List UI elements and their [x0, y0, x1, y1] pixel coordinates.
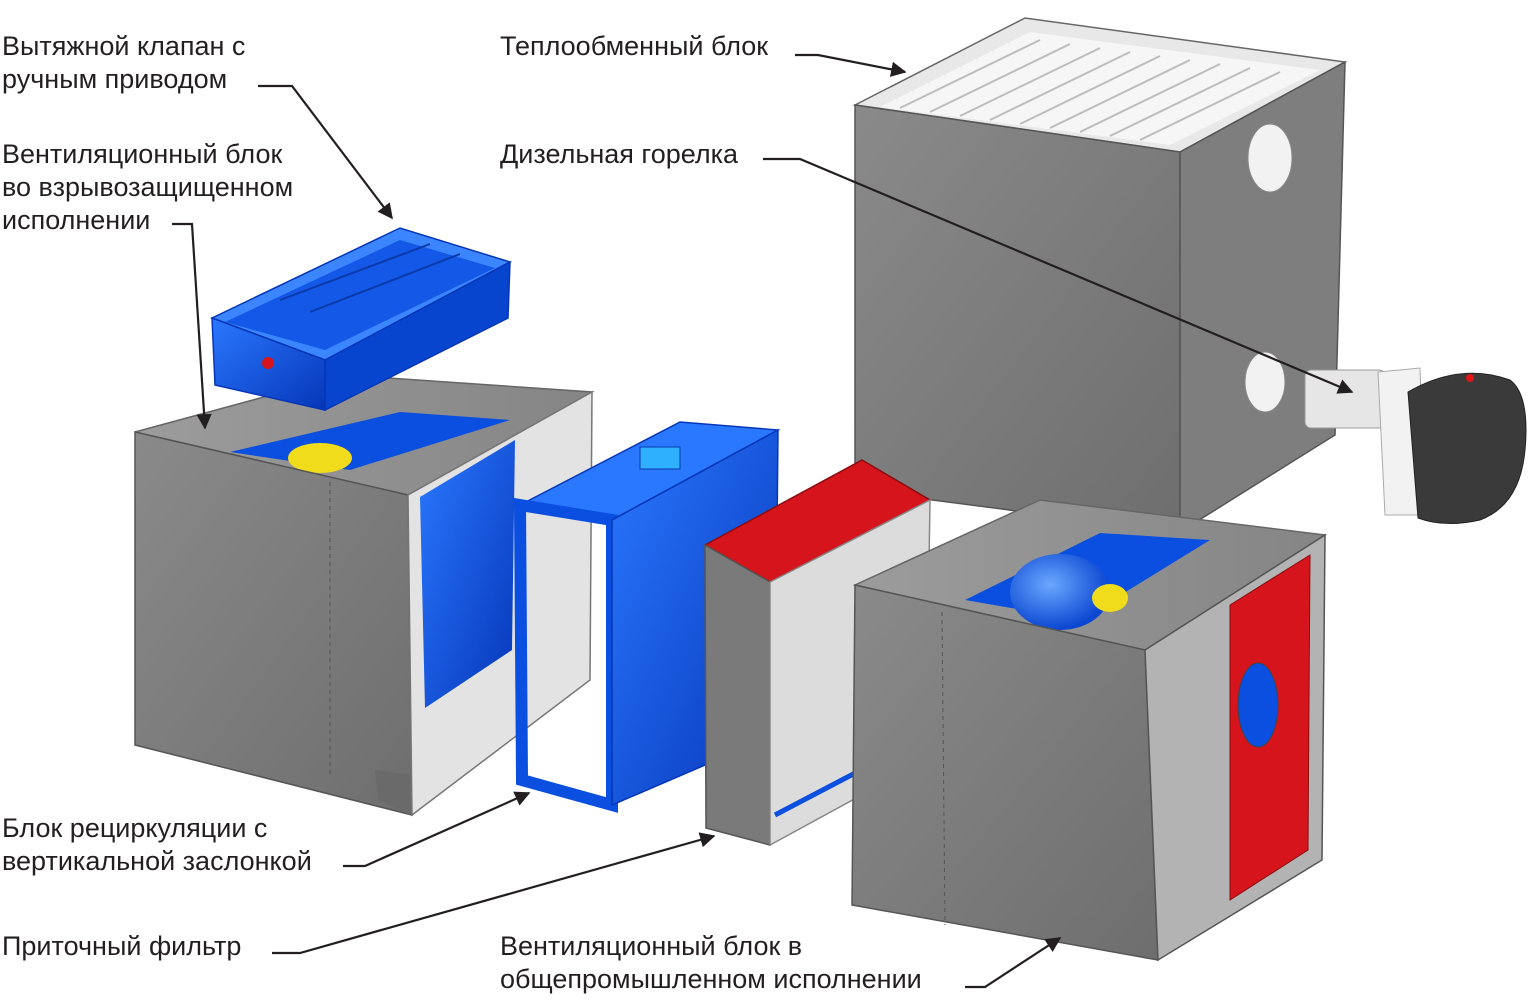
label-recirculation-block-line2: вертикальной заслонкой — [2, 846, 312, 876]
label-explosion-proof-vent-line1: Вентиляционный блок — [2, 139, 283, 169]
heat-exchanger-block — [852, 17, 1348, 534]
label-industrial-vent-line1: Вентиляционный блок в — [500, 931, 803, 961]
arrow-diesel-burner — [763, 157, 1354, 394]
industrial-vent-block — [851, 499, 1328, 962]
label-explosion-proof-vent: Вентиляционный блок во взрывозащищенном … — [2, 138, 293, 237]
label-industrial-vent-line2: общепромышленном исполнении — [500, 964, 922, 994]
label-diesel-burner-line1: Дизельная горелка — [500, 139, 739, 169]
diesel-burner — [1304, 367, 1527, 524]
label-exhaust-valve: Вытяжной клапан с ручным приводом — [2, 30, 245, 96]
arrow-recirculation-block — [343, 791, 531, 868]
label-industrial-vent: Вентиляционный блок в общепромышленном и… — [500, 930, 922, 996]
callout-arrows — [172, 53, 1354, 989]
label-exhaust-valve-line2: ручным приводом — [2, 64, 228, 94]
arrow-industrial-vent — [965, 937, 1062, 989]
arrow-explosion-proof-vent — [172, 222, 212, 430]
label-supply-filter: Приточный фильтр — [2, 930, 241, 963]
label-explosion-proof-vent-line2: во взрывозащищенном — [2, 172, 294, 202]
arrow-exhaust-valve — [258, 84, 393, 220]
label-recirculation-block-line1: Блок рециркуляции с — [2, 813, 268, 843]
label-heat-exchanger: Теплообменный блок — [500, 30, 768, 63]
label-supply-filter-line1: Приточный фильтр — [2, 931, 242, 961]
arrow-supply-filter — [272, 832, 716, 955]
label-recirculation-block: Блок рециркуляции с вертикальной заслонк… — [2, 812, 312, 878]
label-heat-exchanger-line1: Теплообменный блок — [500, 31, 769, 61]
label-exhaust-valve-line1: Вытяжной клапан с — [2, 31, 246, 61]
label-diesel-burner: Дизельная горелка — [500, 138, 738, 171]
arrow-heat-exchanger — [795, 53, 907, 77]
label-explosion-proof-vent-line3: исполнении — [2, 205, 151, 235]
exhaust-valve — [210, 227, 512, 412]
